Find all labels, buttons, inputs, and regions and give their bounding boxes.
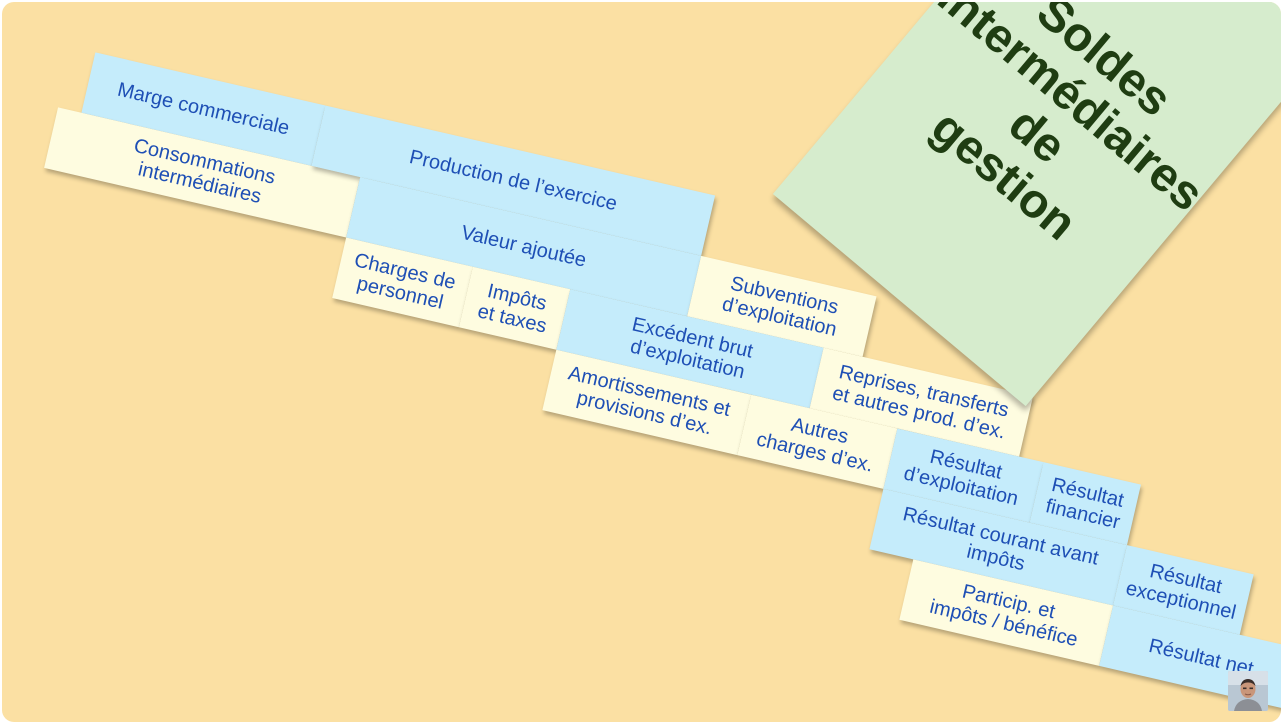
slide-title: Soldes intermédiaires de gestion <box>921 2 1214 251</box>
presenter-avatar <box>1228 671 1268 711</box>
